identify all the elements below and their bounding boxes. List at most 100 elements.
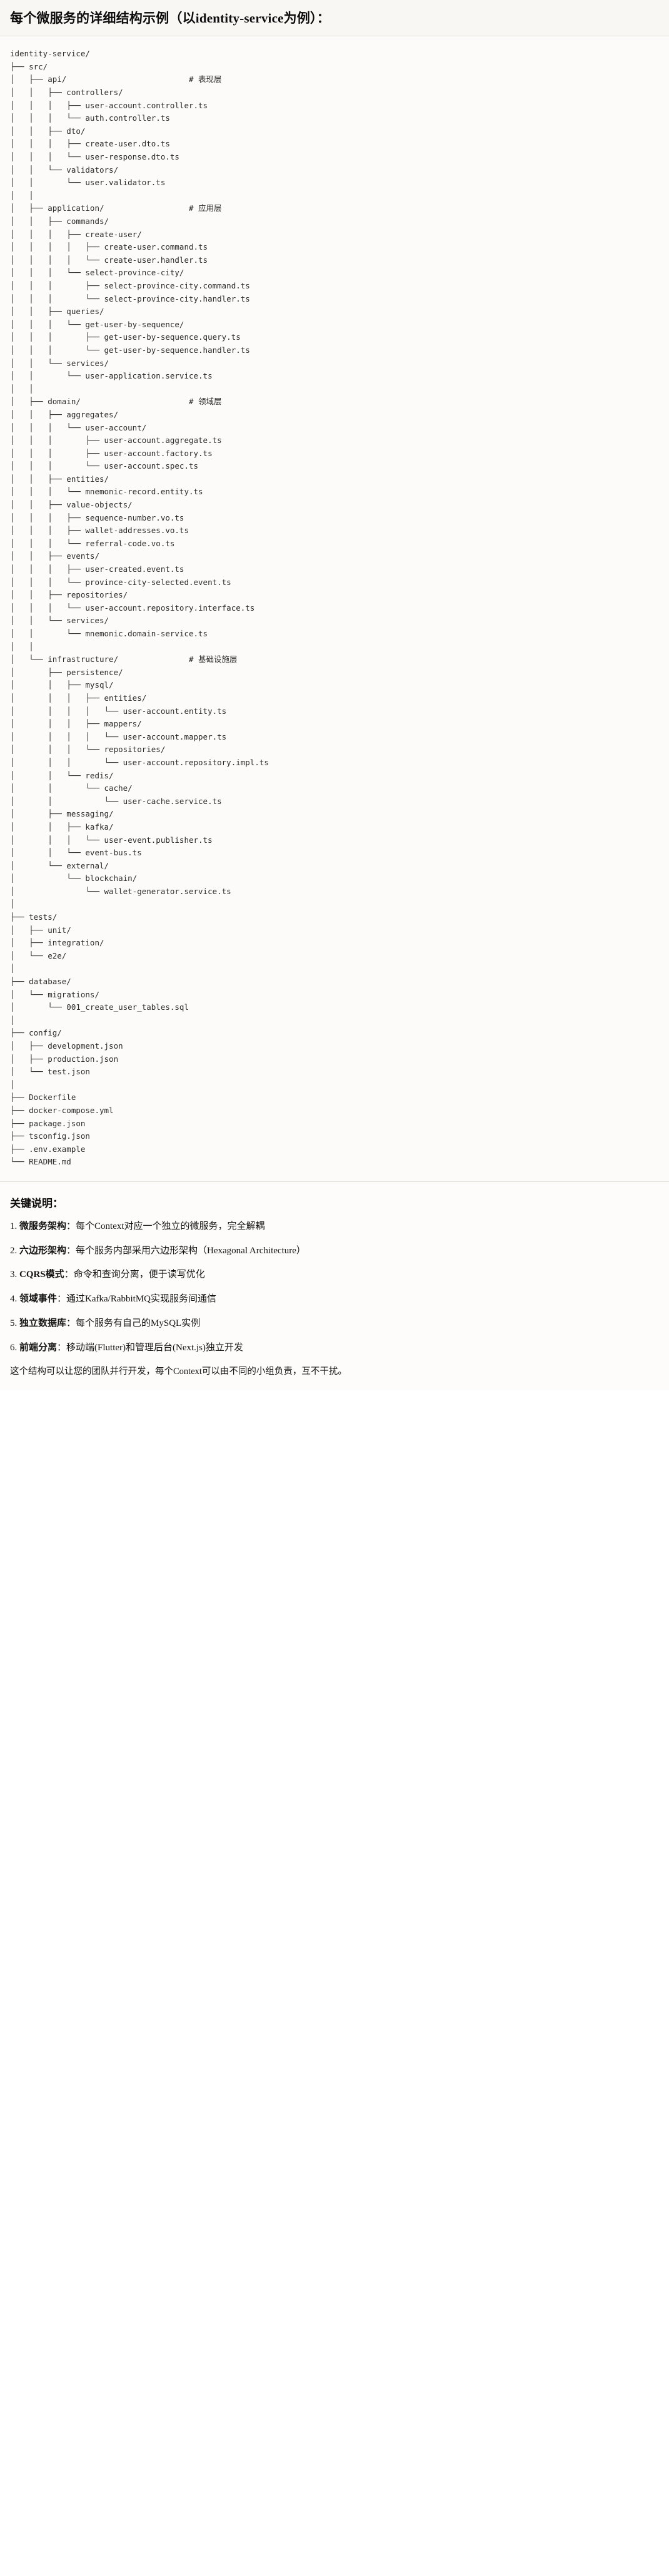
tree-line: │ │ └── user-cache.service.ts xyxy=(10,796,222,806)
tree-line: │ │ └── mnemonic.domain-service.ts xyxy=(10,629,208,639)
tree-line: │ ├── api/ # 表现层 xyxy=(10,74,222,84)
tree-line: │ │ │ │ ├── create-user.command.ts xyxy=(10,242,208,252)
key-note-item: 1. 微服务架构：每个Context对应一个独立的微服务，完全解耦 xyxy=(10,1220,659,1234)
tree-line: ├── config/ xyxy=(10,1028,62,1038)
key-note-term: CQRS模式 xyxy=(19,1270,64,1280)
key-note-number: 5. xyxy=(10,1318,19,1328)
tree-line: │ │ ├── aggregates/ xyxy=(10,409,119,419)
key-note-number: 6. xyxy=(10,1342,19,1353)
key-note-term: 前端分离 xyxy=(19,1342,58,1353)
key-note-number: 2. xyxy=(10,1245,19,1256)
page-title: 每个微服务的详细结构示例（以identity-service为例）： xyxy=(10,11,330,26)
tree-line: │ └── external/ xyxy=(10,860,109,870)
tree-line: │ │ ├── entities/ xyxy=(10,474,109,484)
tree-line: ├── database/ xyxy=(10,977,71,987)
tree-line: │ │ │ ├── create-user/ xyxy=(10,229,142,239)
tree-line: │ │ │ ├── wallet-addresses.vo.ts xyxy=(10,526,189,536)
tree-line: │ │ xyxy=(10,641,34,651)
tree-line: │ │ ├── mysql/ xyxy=(10,680,114,690)
directory-tree: identity-service/├── src/│ ├── api/ # 表现… xyxy=(10,48,659,1169)
tree-line: │ │ │ │ └── user-account.mapper.ts xyxy=(10,731,227,741)
directory-tree-block: identity-service/├── src/│ ├── api/ # 表现… xyxy=(0,36,669,1182)
key-note-item: 4. 领域事件：通过Kafka/RabbitMQ实现服务间通信 xyxy=(10,1293,659,1306)
tree-line: │ │ ├── dto/ xyxy=(10,126,86,136)
tree-line: │ └── e2e/ xyxy=(10,950,67,960)
tree-line: ├── .env.example xyxy=(10,1144,86,1154)
key-note-text: 每个服务内部采用六边形架构（Hexagonal Architecture） xyxy=(76,1245,306,1256)
key-note-number: 1. xyxy=(10,1221,19,1231)
tree-line: └── README.md xyxy=(10,1157,71,1167)
tree-line: │ │ │ └── referral-code.vo.ts xyxy=(10,538,175,548)
tree-line: │ │ │ ├── user-account.controller.ts xyxy=(10,100,208,110)
tree-line: │ │ │ ├── user-account.aggregate.ts xyxy=(10,435,222,445)
tree-line: │ │ └── redis/ xyxy=(10,770,114,780)
tree-line: ├── package.json xyxy=(10,1118,86,1128)
tree-line: │ └── wallet-generator.service.ts xyxy=(10,886,231,896)
tree-line: │ │ ├── kafka/ xyxy=(10,822,114,832)
tree-line: │ │ │ └── mnemonic-record.entity.ts xyxy=(10,487,203,497)
tree-line: │ ├── application/ # 应用层 xyxy=(10,203,222,213)
tree-line: │ └── infrastructure/ # 基础设施层 xyxy=(10,654,238,664)
tree-line: │ │ └── cache/ xyxy=(10,783,133,793)
tree-line: │ │ │ └── user-event.publisher.ts xyxy=(10,835,213,845)
tree-line: ├── tsconfig.json xyxy=(10,1131,90,1141)
tree-line: identity-service/ xyxy=(10,49,90,59)
tree-line: │ │ │ └── user-account.repository.interf… xyxy=(10,603,255,613)
tree-line: │ │ │ │ └── create-user.handler.ts xyxy=(10,255,208,265)
key-note-number: 3. xyxy=(10,1270,19,1280)
tree-line: │ │ └── event-bus.ts xyxy=(10,848,142,858)
key-note-separator: ： xyxy=(66,1221,76,1231)
tree-line: │ xyxy=(10,1079,15,1089)
tree-line: │ │ │ ├── sequence-number.vo.ts xyxy=(10,512,184,522)
tree-line: ├── docker-compose.yml xyxy=(10,1105,114,1115)
key-note-item: 6. 前端分离：移动端(Flutter)和管理后台(Next.js)独立开发 xyxy=(10,1341,659,1355)
key-note-text: 通过Kafka/RabbitMQ实现服务间通信 xyxy=(66,1294,217,1305)
tree-line: │ │ │ ├── select-province-city.command.t… xyxy=(10,280,250,290)
tree-line: │ │ └── services/ xyxy=(10,358,109,368)
tree-line: │ │ ├── commands/ xyxy=(10,216,109,227)
tree-line: ├── tests/ xyxy=(10,912,58,922)
tree-line: │ │ │ ├── user-account.factory.ts xyxy=(10,448,213,458)
tree-line: │ │ xyxy=(10,384,34,394)
tree-line: │ └── migrations/ xyxy=(10,989,99,999)
tree-line: │ xyxy=(10,1015,15,1025)
tree-line: │ ├── messaging/ xyxy=(10,809,114,819)
tree-line: │ │ │ └── user-account.spec.ts xyxy=(10,461,199,471)
key-note-separator: ： xyxy=(66,1245,76,1256)
tree-line: │ │ │ ├── create-user.dto.ts xyxy=(10,139,170,149)
tree-line: │ │ │ └── select-province-city/ xyxy=(10,268,184,278)
tree-line: │ ├── development.json xyxy=(10,1041,123,1051)
tree-line: ├── Dockerfile xyxy=(10,1092,76,1102)
key-note-term: 独立数据库 xyxy=(19,1318,67,1328)
key-note-term: 微服务架构 xyxy=(19,1221,67,1231)
tree-line: │ │ │ └── select-province-city.handler.t… xyxy=(10,293,250,303)
key-note-item: 5. 独立数据库：每个服务有自己的MySQL实例 xyxy=(10,1317,659,1331)
tree-line: │ ├── domain/ # 领域层 xyxy=(10,397,222,407)
tree-line: │ │ │ └── user-account/ xyxy=(10,422,147,432)
tree-line: │ │ │ ├── entities/ xyxy=(10,693,147,703)
key-note-separator: ： xyxy=(57,1342,67,1353)
tree-line: │ ├── production.json xyxy=(10,1054,119,1064)
tree-line: │ │ │ └── get-user-by-sequence/ xyxy=(10,319,184,329)
tree-line: │ │ xyxy=(10,190,34,200)
tree-line: │ │ └── services/ xyxy=(10,616,109,626)
key-note-item: 2. 六边形架构：每个服务内部采用六边形架构（Hexagonal Archite… xyxy=(10,1245,659,1258)
tree-line: │ │ └── validators/ xyxy=(10,165,119,175)
tree-line: │ └── 001_create_user_tables.sql xyxy=(10,1002,189,1012)
tree-line: │ │ │ ├── get-user-by-sequence.query.ts xyxy=(10,332,241,342)
key-note-term: 领域事件 xyxy=(19,1294,58,1305)
key-note-item: 3. CQRS模式：命令和查询分离，便于读写优化 xyxy=(10,1268,659,1282)
document-header: 每个微服务的详细结构示例（以identity-service为例）： xyxy=(0,0,669,37)
tree-line: │ │ │ └── get-user-by-sequence.handler.t… xyxy=(10,345,250,355)
key-note-separator: ： xyxy=(66,1318,76,1328)
key-note-text: 命令和查询分离，便于读写优化 xyxy=(73,1270,205,1280)
tree-line: │ │ │ └── province-city-selected.event.t… xyxy=(10,577,231,587)
tree-line: │ │ ├── events/ xyxy=(10,551,99,561)
tree-line: │ │ │ ├── mappers/ xyxy=(10,719,142,729)
tree-line: │ └── blockchain/ xyxy=(10,873,138,883)
tree-line: │ ├── unit/ xyxy=(10,925,71,935)
tree-line: │ ├── persistence/ xyxy=(10,667,123,677)
key-note-separator: ： xyxy=(57,1294,67,1305)
tree-line: │ │ ├── controllers/ xyxy=(10,88,123,98)
